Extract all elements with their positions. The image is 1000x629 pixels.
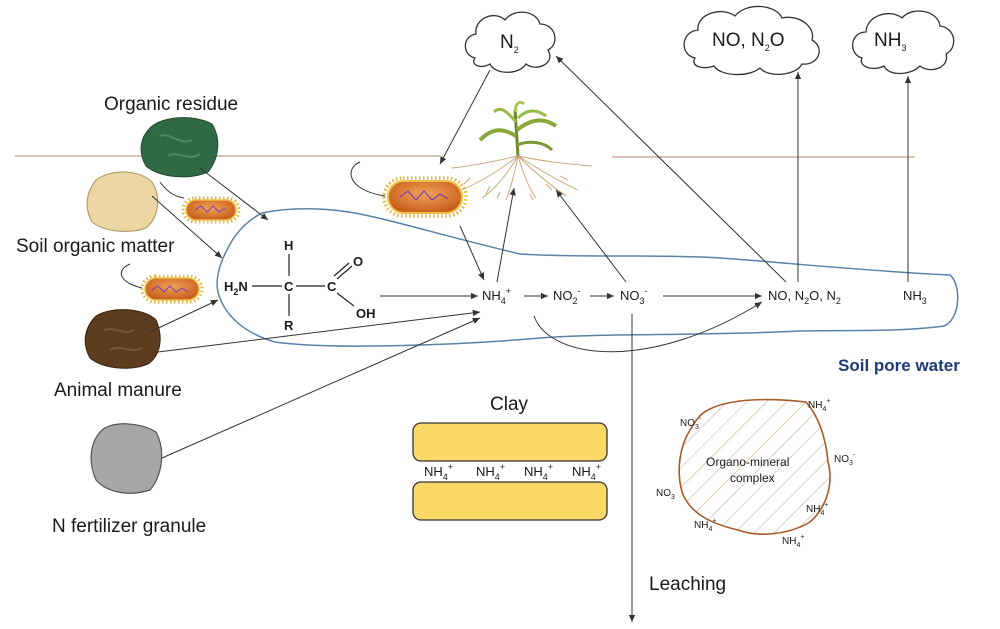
complex-nh4-bottom-left: NH4+ — [694, 518, 716, 533]
arrow-bacteria-to-nh4 — [459, 225, 485, 281]
cloud-no-n2o: NO, N2O — [683, 5, 820, 76]
process-arrows — [149, 55, 912, 622]
clay-ion-2: NH4+ — [476, 462, 505, 482]
cloud-n2: N2 — [464, 11, 556, 73]
soil-pore-water-outline — [216, 207, 959, 347]
complex-no3-top-left: NO3- — [680, 416, 702, 431]
clay-layer-top — [412, 422, 608, 462]
arrow-denit-to-n2 — [555, 55, 787, 283]
svg-text:NH3: NH3 — [874, 30, 906, 53]
arrow-fertilizer-to-nh4 — [161, 317, 481, 459]
complex-nh4-bottom: NH4+ — [782, 534, 804, 549]
svg-text:R: R — [284, 318, 294, 333]
complex-label-line1: Organo-mineral — [706, 455, 789, 469]
bacterium-icon-3 — [350, 161, 468, 218]
clay-ion-3: NH4+ — [524, 462, 553, 482]
label-organic-residue: Organic residue — [104, 94, 238, 115]
arrow-no3-to-plant — [555, 189, 627, 283]
arrow-som-to-amino — [151, 195, 223, 259]
svg-text:H: H — [284, 238, 293, 253]
svg-text:C: C — [327, 279, 337, 294]
label-nh3-pore: NH3 — [903, 288, 927, 306]
svg-text:NO, N2O: NO, N2O — [712, 30, 785, 53]
complex-no3-right: NO3- — [834, 452, 856, 467]
label-no2: NO2- — [553, 286, 581, 306]
label-leaching: Leaching — [649, 574, 726, 595]
svg-text:C: C — [284, 279, 294, 294]
label-nh4: NH4+ — [482, 286, 511, 306]
complex-nh4-top-right: NH4+ — [808, 398, 830, 413]
bacterium-icon-1 — [159, 181, 241, 224]
arrow-manure-to-nh4 — [157, 309, 481, 353]
label-denitrification-products: NO, N2O, N2 — [768, 288, 841, 306]
label-no3: NO3- — [620, 286, 648, 306]
complex-no3-left: NO3 — [656, 488, 675, 501]
cloud-nh3: NH3 — [852, 10, 955, 75]
bacterium-icon-2 — [120, 263, 204, 304]
maize-plant-icon — [478, 100, 558, 157]
label-soil-pore-water: Soil pore water — [838, 356, 960, 375]
organic-residue-icon — [140, 117, 219, 178]
svg-text:N2: N2 — [500, 32, 519, 55]
clay-ion-4: NH4+ — [572, 462, 601, 482]
n-fertilizer-granule-icon — [90, 423, 163, 494]
plant-roots-icon — [451, 155, 593, 201]
organo-mineral-complex-outline — [678, 398, 831, 535]
complex-label-line2: complex — [730, 471, 775, 485]
label-soil-organic-matter: Soil organic matter — [16, 236, 175, 257]
complex-nh4-right: NH4+ — [806, 502, 828, 517]
arrow-nh4-to-plant — [496, 187, 516, 283]
clay-ion-1: NH4+ — [424, 462, 453, 482]
soil-organic-matter-icon — [86, 171, 159, 232]
label-clay: Clay — [490, 394, 529, 415]
clay-layer-bottom — [412, 481, 608, 521]
arrow-n2-to-bacteria — [439, 69, 491, 165]
animal-manure-icon — [84, 309, 161, 369]
arrow-nh4-to-denit-curve — [533, 301, 763, 353]
label-n-fertilizer-granule: N fertilizer granule — [52, 516, 206, 537]
label-animal-manure: Animal manure — [54, 380, 182, 401]
svg-text:O: O — [353, 254, 363, 269]
arrow-residue-to-pore — [199, 167, 269, 221]
amino-acid-structure: H2N C H R C O OH — [224, 238, 376, 333]
arrow-manure-to-amino — [149, 299, 219, 333]
svg-text:H2N: H2N — [224, 279, 248, 297]
svg-text:OH: OH — [356, 306, 376, 321]
